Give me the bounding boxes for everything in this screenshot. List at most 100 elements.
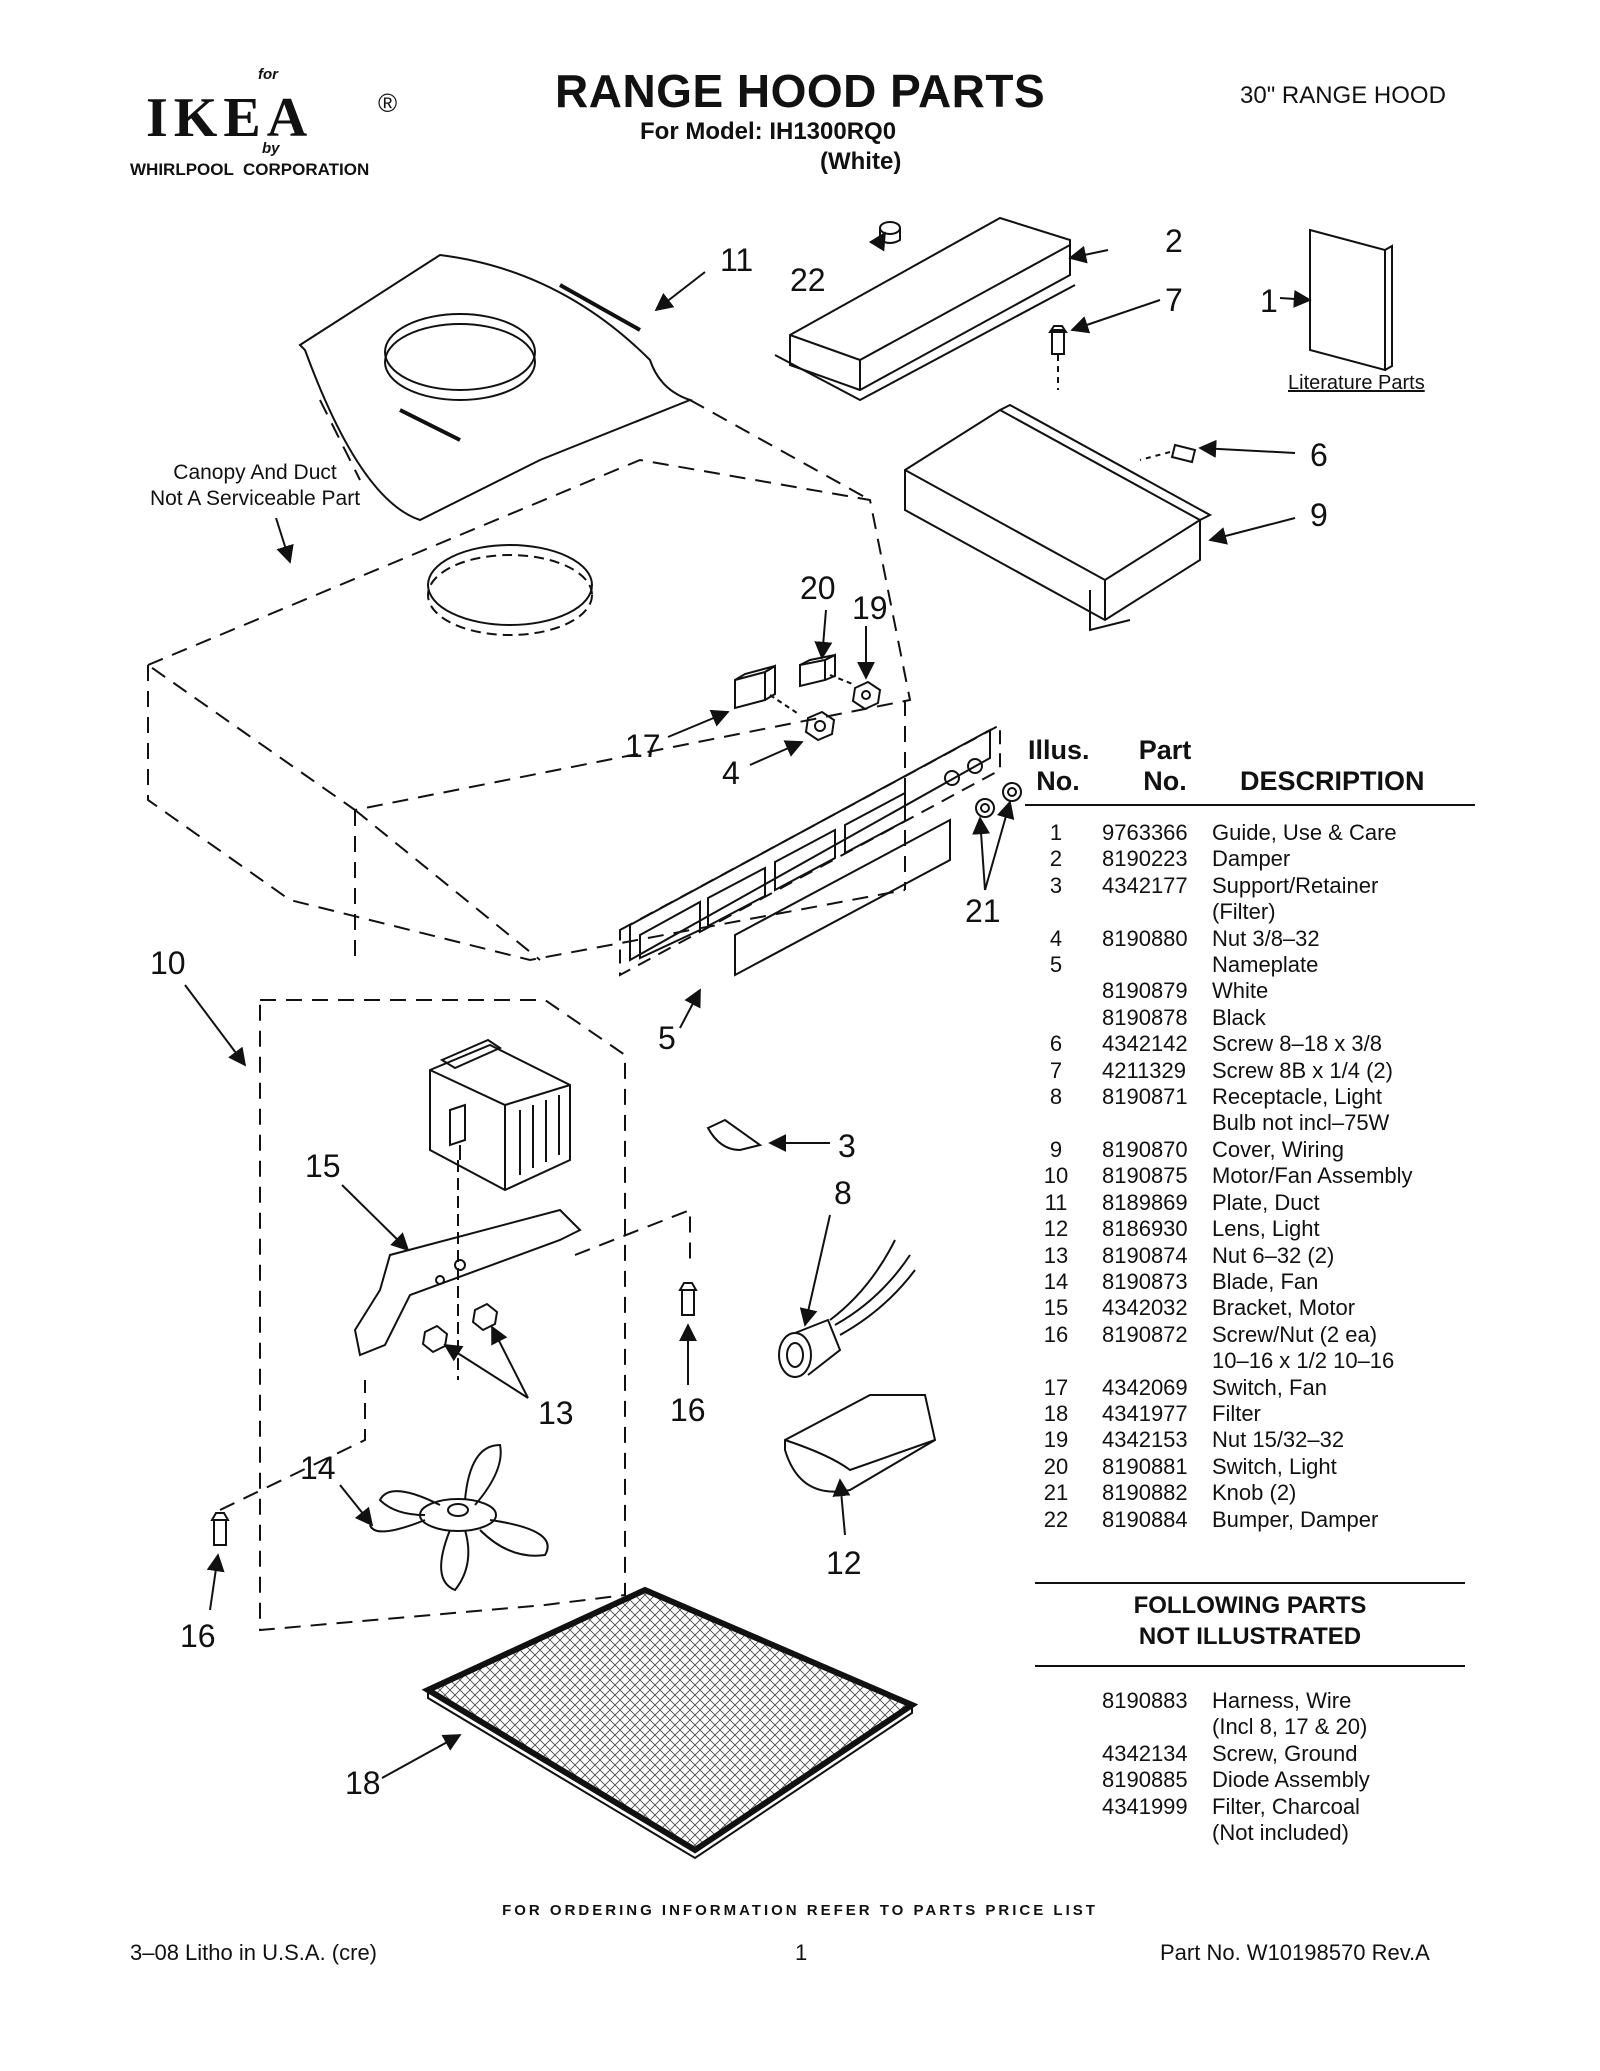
part-number: 4341977 (1102, 1400, 1188, 1426)
parts-row: 1 9763366 Guide, Use & Care (1030, 820, 1470, 846)
illus-number (1030, 978, 1082, 1004)
illus-number: 1 (1049, 820, 1063, 845)
illus-number: 18 (1043, 1400, 1069, 1426)
illus-number: 12 (1043, 1216, 1069, 1242)
part-number: 8190873 (1102, 1268, 1188, 1294)
parts-row: (Filter) (1030, 899, 1470, 925)
literature-drawing (1309, 228, 1393, 372)
model-number: For Model: IH1300RQ0 (640, 118, 897, 145)
callout-5: 5 (658, 1020, 676, 1056)
not-illustrated-row: (Incl 8, 17 & 20) (1030, 1714, 1470, 1740)
callout-7: 7 (1165, 282, 1183, 318)
illus-number-empty (1030, 1794, 1082, 1820)
screw-16-drawing (678, 1282, 698, 1316)
part-number: 9763366 (1102, 820, 1188, 845)
parts-row: 12 8186930 Lens, Light (1030, 1216, 1470, 1242)
callout-leaders (184, 231, 1312, 1779)
part-number: 8190885 (1102, 1767, 1188, 1793)
registered-mark: ® (378, 88, 398, 118)
col-head-part-line2: No. (1143, 766, 1187, 797)
part-number: 8190879 (1102, 978, 1188, 1004)
nut-13-drawing (421, 1324, 449, 1354)
illus-number: 2 (1049, 846, 1063, 872)
not-illustrated-row: (Not included) (1030, 1820, 1470, 1846)
damper-drawing (774, 216, 1076, 402)
part-number: 8190875 (1102, 1163, 1188, 1189)
illus-number: 4 (1049, 925, 1063, 951)
callout-10: 10 (150, 945, 186, 981)
not-illustrated-bottom-rule (1035, 1665, 1465, 1667)
nut-19-drawing (851, 680, 882, 711)
canopy-outline (147, 399, 912, 962)
screw-6-drawing (1139, 443, 1197, 464)
part-number (1082, 899, 1212, 925)
not-illustrated-line2: NOT ILLUSTRATED (1138, 1623, 1362, 1651)
part-description: Guide, Use & Care (1212, 820, 1397, 845)
screw-7-drawing (1048, 325, 1068, 390)
illus-number (1030, 1348, 1082, 1374)
part-number: 8189869 (1102, 1189, 1188, 1215)
callout-22: 22 (790, 262, 826, 298)
bracket-hole (454, 1259, 466, 1271)
part-number: 8190871 (1102, 1084, 1188, 1110)
part-description: Screw/Nut (2 ea) (1212, 1321, 1378, 1347)
light-receptacle-drawing (778, 1239, 916, 1378)
callout-17: 17 (625, 728, 661, 764)
illus-number: 13 (1043, 1242, 1069, 1268)
part-number: 8186930 (1102, 1216, 1188, 1242)
callout-16: 16 (670, 1392, 706, 1428)
parts-row: Bulb not incl–75W (1030, 1110, 1470, 1136)
part-number: 4211329 (1102, 1057, 1187, 1083)
part-number: 4342069 (1102, 1374, 1188, 1400)
nut-13-drawing (471, 1302, 499, 1332)
illus-number-empty (1030, 1688, 1082, 1714)
part-number: 8190872 (1102, 1321, 1188, 1347)
part-description: Lens, Light (1212, 1216, 1320, 1242)
brand-by-text: by (262, 140, 280, 157)
illus-number: 22 (1043, 1506, 1069, 1532)
callout-11: 11 (720, 242, 754, 278)
filter-drawing (421, 1586, 919, 1860)
part-description: Filter, Charcoal (1212, 1793, 1360, 1819)
callout-15: 15 (305, 1148, 341, 1184)
illus-number: 10 (1043, 1163, 1069, 1189)
illus-number-empty (1030, 1820, 1082, 1846)
callout-21: 21 (965, 893, 1001, 929)
bracket-hole (435, 1275, 445, 1285)
screw-16-drawing (210, 1512, 230, 1546)
fan-blade-drawing (369, 1443, 549, 1592)
col-head-part-line1: Part (1138, 735, 1192, 765)
part-description: Screw, Ground (1212, 1740, 1358, 1766)
callout-13: 13 (538, 1395, 574, 1431)
light-switch-drawing (799, 653, 856, 688)
part-number: 8190880 (1102, 925, 1188, 951)
literature-parts-label: Literature Parts (1288, 372, 1425, 394)
illus-number: 8 (1049, 1084, 1063, 1110)
hood-size: 30" RANGE HOOD (1240, 82, 1446, 109)
control-panel-drawing (619, 723, 1001, 977)
illus-number: 5 (1049, 952, 1063, 978)
callout-19: 19 (852, 590, 888, 626)
part-number: 8190881 (1102, 1453, 1188, 1479)
part-description: Knob (2) (1212, 1480, 1297, 1506)
support-retainer-drawing (706, 1118, 763, 1152)
part-number: 8190874 (1102, 1242, 1188, 1268)
callout-1: 1 (1260, 283, 1278, 319)
canopy-duct-collar (427, 544, 593, 626)
ordering-info: FOR ORDERING INFORMATION REFER TO PARTS … (502, 1902, 1098, 1919)
callout-8: 8 (834, 1175, 852, 1211)
callout-6: 6 (1310, 437, 1328, 473)
part-description: Damper (1212, 846, 1291, 872)
part-number: 4342153 (1102, 1427, 1188, 1453)
